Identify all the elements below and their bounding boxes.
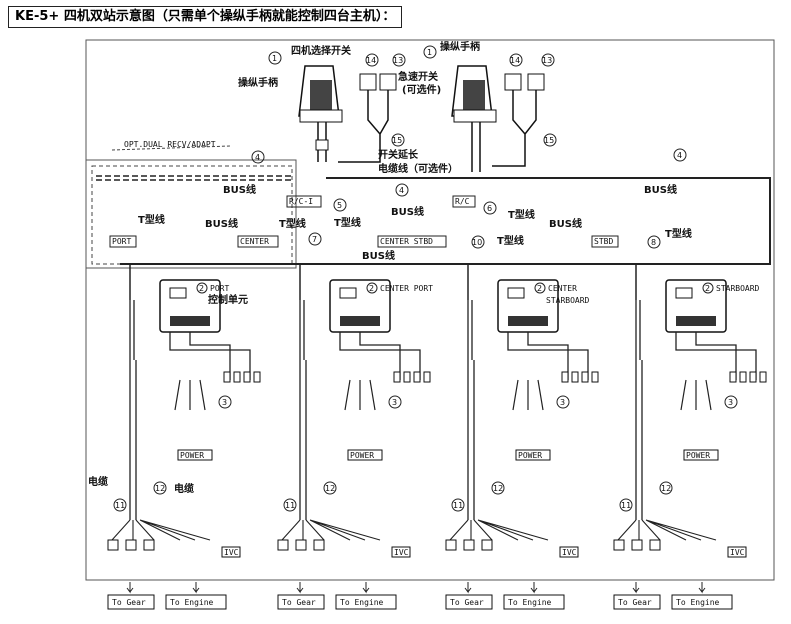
callout-12: 12: [661, 484, 671, 493]
ivc-label: IVC: [394, 548, 409, 557]
switch-ext-cable-label-2: 电缆线（可选件）: [378, 162, 458, 175]
center-tag: CENTER: [240, 237, 269, 246]
callout-12: 12: [155, 484, 165, 493]
cable-label-left: 电缆: [88, 475, 108, 488]
unit-sub: STARBOARD: [546, 296, 590, 305]
diagram-frame: [85, 39, 775, 581]
four-engine-switch-label: 四机选择开关: [291, 44, 351, 57]
unit-name: CENTER: [548, 284, 577, 293]
emergency-switch-label: 急速开关: [398, 70, 438, 83]
rc-left-tag: R/C-I: [289, 197, 313, 206]
unit-name: STARBOARD: [716, 284, 760, 293]
opt-dual-recv-label: OPT.DUAL RECV/ADAPT: [124, 140, 216, 149]
page-title: KE-5+ 四机双站示意图（只需单个操纵手柄就能控制四台主机）：: [8, 6, 403, 28]
to-engine-label: To Engine: [508, 598, 552, 607]
callout-8: 8: [651, 238, 656, 247]
t-line-label-left: T型线: [138, 213, 165, 226]
left-control-station: 1 四机选择开关 操纵手柄 14 13 急速开关 (可选件) 15 开关延长 电…: [238, 44, 458, 175]
callout-12: 12: [325, 484, 335, 493]
rc-right-tag: R/C: [455, 197, 470, 206]
unit-callout: 2: [537, 284, 542, 293]
switch-ext-cable-label: 开关延长: [378, 148, 419, 161]
control-handle-label-right: 操纵手柄: [440, 40, 480, 53]
bus-line-label-right: BUS线: [644, 183, 677, 196]
callout-4-left: 4: [255, 153, 260, 162]
unit-callout: 2: [199, 284, 204, 293]
unit-sub: 控制单元: [208, 293, 248, 306]
unit-name: CENTER PORT: [380, 284, 433, 293]
callout-6: 6: [487, 204, 492, 213]
right-control-station: 1 操纵手柄 14 13 15: [423, 40, 557, 172]
callout-1-right: 1: [427, 48, 432, 57]
t-line-label-5: T型线: [334, 216, 361, 229]
bus-section-box: [85, 159, 297, 269]
callout-5: 5: [337, 201, 342, 210]
callout-13-right: 13: [542, 56, 552, 65]
ivc-label: IVC: [730, 548, 745, 557]
to-gear-label: To Gear: [618, 598, 652, 607]
ivc-label: IVC: [224, 548, 239, 557]
bus-line-label-t: BUS线: [205, 217, 238, 230]
callout-3: 3: [560, 398, 565, 407]
callout-3: 3: [222, 398, 227, 407]
bus-network: OPT.DUAL RECV/ADAPT 4 BUS线 R/C-I 5 T型线 4…: [91, 140, 771, 265]
callout-14-left: 14: [366, 56, 376, 65]
callout-4-right: 4: [677, 151, 682, 160]
callout-11: 11: [453, 501, 463, 510]
callout-11: 11: [285, 501, 295, 510]
t-line-label-center: T型线: [279, 217, 306, 230]
callout-10: 10: [472, 238, 482, 247]
callout-3: 3: [728, 398, 733, 407]
unit-callout: 2: [369, 284, 374, 293]
callout-11: 11: [115, 501, 125, 510]
power-label: POWER: [518, 451, 542, 460]
callout-1-left: 1: [272, 54, 277, 63]
to-gear-label: To Gear: [282, 598, 316, 607]
cable-label-right: 电缆: [174, 482, 194, 495]
optional-label-left: (可选件): [402, 83, 441, 96]
stbd-tag: STBD: [594, 237, 613, 246]
bus-line-label-stbd: BUS线: [549, 217, 582, 230]
to-engine-label: To Engine: [676, 598, 720, 607]
port-tag: PORT: [112, 237, 131, 246]
callout-15-left: 15: [392, 136, 402, 145]
callout-12: 12: [493, 484, 503, 493]
bus-line-label-mid: BUS线: [391, 205, 424, 218]
power-label: POWER: [350, 451, 374, 460]
center-stbd-tag: CENTER STBD: [380, 237, 433, 246]
callout-15-right: 15: [544, 136, 554, 145]
unit-name: PORT: [210, 284, 229, 293]
bus-line-label-left: BUS线: [223, 183, 256, 196]
cable-labels: 电缆 电缆: [88, 475, 194, 495]
control-handle-label-left: 操纵手柄: [238, 76, 278, 89]
callout-4-mid: 4: [399, 186, 404, 195]
t-line-label-10: T型线: [497, 234, 524, 247]
ivc-label: IVC: [562, 548, 577, 557]
unit-callout: 2: [705, 284, 710, 293]
callout-3: 3: [392, 398, 397, 407]
callout-14-right: 14: [510, 56, 520, 65]
t-line-label-8: T型线: [665, 227, 692, 240]
power-label: POWER: [686, 451, 710, 460]
to-engine-label: To Engine: [340, 598, 384, 607]
power-label: POWER: [180, 451, 204, 460]
to-engine-label: To Engine: [170, 598, 214, 607]
callout-11: 11: [621, 501, 631, 510]
t-line-label-6: T型线: [508, 208, 535, 221]
callout-7: 7: [312, 235, 317, 244]
bus-line-label-center: BUS线: [362, 249, 395, 262]
callout-13-left: 13: [393, 56, 403, 65]
to-gear-label: To Gear: [450, 598, 484, 607]
to-gear-label: To Gear: [112, 598, 146, 607]
